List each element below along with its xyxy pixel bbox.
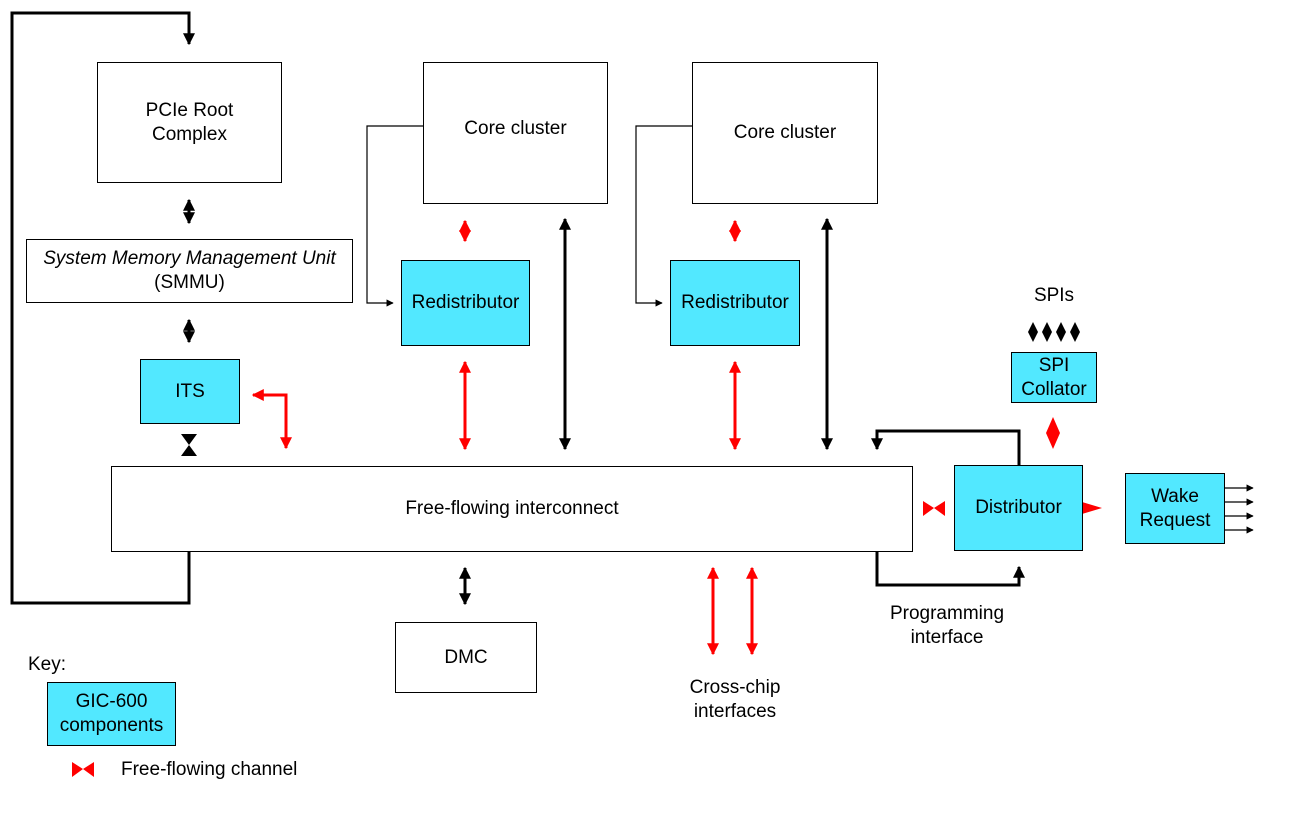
key-component-line2: components <box>59 715 164 736</box>
free-flowing-interconnect: Free-flowing interconnect <box>111 466 913 552</box>
redistributor-1-label: Redistributor <box>411 292 520 313</box>
redistributor-2: Redistributor <box>670 260 800 346</box>
programming-interface-line2: interface <box>910 627 984 648</box>
key-component-swatch: GIC-600 components <box>47 682 176 746</box>
key-channel-label: Free-flowing channel <box>121 759 298 780</box>
spis-label: SPIs <box>1033 285 1075 306</box>
dmc: DMC <box>395 622 537 693</box>
spi-collator: SPI Collator <box>1011 352 1097 403</box>
its: ITS <box>140 359 240 424</box>
distributor: Distributor <box>954 465 1083 551</box>
core-cluster-2: Core cluster <box>692 62 878 204</box>
interconnect-distributor-channel <box>923 501 945 516</box>
wake-request-line2: Request <box>1139 509 1211 531</box>
its-interconnect-channel <box>181 434 197 456</box>
spi-inputs <box>1028 322 1080 342</box>
distributor-label: Distributor <box>975 497 1062 518</box>
pcie-line1: PCIe Root <box>145 99 234 121</box>
cross-chip-label: Cross-chip interfaces <box>670 676 800 724</box>
cross-chip-line1: Cross-chip <box>689 677 781 698</box>
dmc-label: DMC <box>444 646 488 668</box>
redistributor-2-label: Redistributor <box>681 292 789 313</box>
wake-outputs <box>1224 484 1254 534</box>
core-cluster-1: Core cluster <box>423 62 608 204</box>
programming-interface-label: Programming interface <box>872 602 1022 650</box>
pcie-root-complex: PCIe Root Complex <box>97 62 282 183</box>
smmu: System Memory Management Unit (SMMU) <box>26 239 353 303</box>
smmu-line2: (SMMU) <box>154 272 225 293</box>
wake-request-line1: Wake <box>1151 485 1199 507</box>
smmu-line1: System Memory Management Unit <box>43 248 336 269</box>
pcie-line2: Complex <box>152 123 227 145</box>
distributor-interconnect-link <box>871 429 1021 466</box>
loop-connection <box>10 11 195 605</box>
interconnect-label: Free-flowing interconnect <box>405 498 619 519</box>
spi-collator-line1: SPI <box>1038 354 1070 376</box>
redistributor-1: Redistributor <box>401 260 530 346</box>
distributor-wake-link <box>1082 502 1102 514</box>
its-label: ITS <box>175 380 205 402</box>
cross-chip-line2: interfaces <box>693 701 777 722</box>
programming-interface-link <box>875 551 1025 587</box>
key-component-line1: GIC-600 <box>75 691 148 712</box>
core-cluster-2-label: Core cluster <box>733 122 837 143</box>
core-cluster-1-label: Core cluster <box>464 118 567 139</box>
spi-distributor-link <box>1046 417 1060 449</box>
key-title: Key: <box>28 654 67 675</box>
its-red-link <box>251 389 292 450</box>
key-channel-icon <box>72 762 94 777</box>
core1-redist1-link <box>366 125 424 307</box>
wake-request: Wake Request <box>1125 473 1225 544</box>
core2-redist2-link <box>635 125 693 307</box>
spi-collator-line2: Collator <box>1021 378 1087 400</box>
programming-interface-line1: Programming <box>889 603 1005 624</box>
